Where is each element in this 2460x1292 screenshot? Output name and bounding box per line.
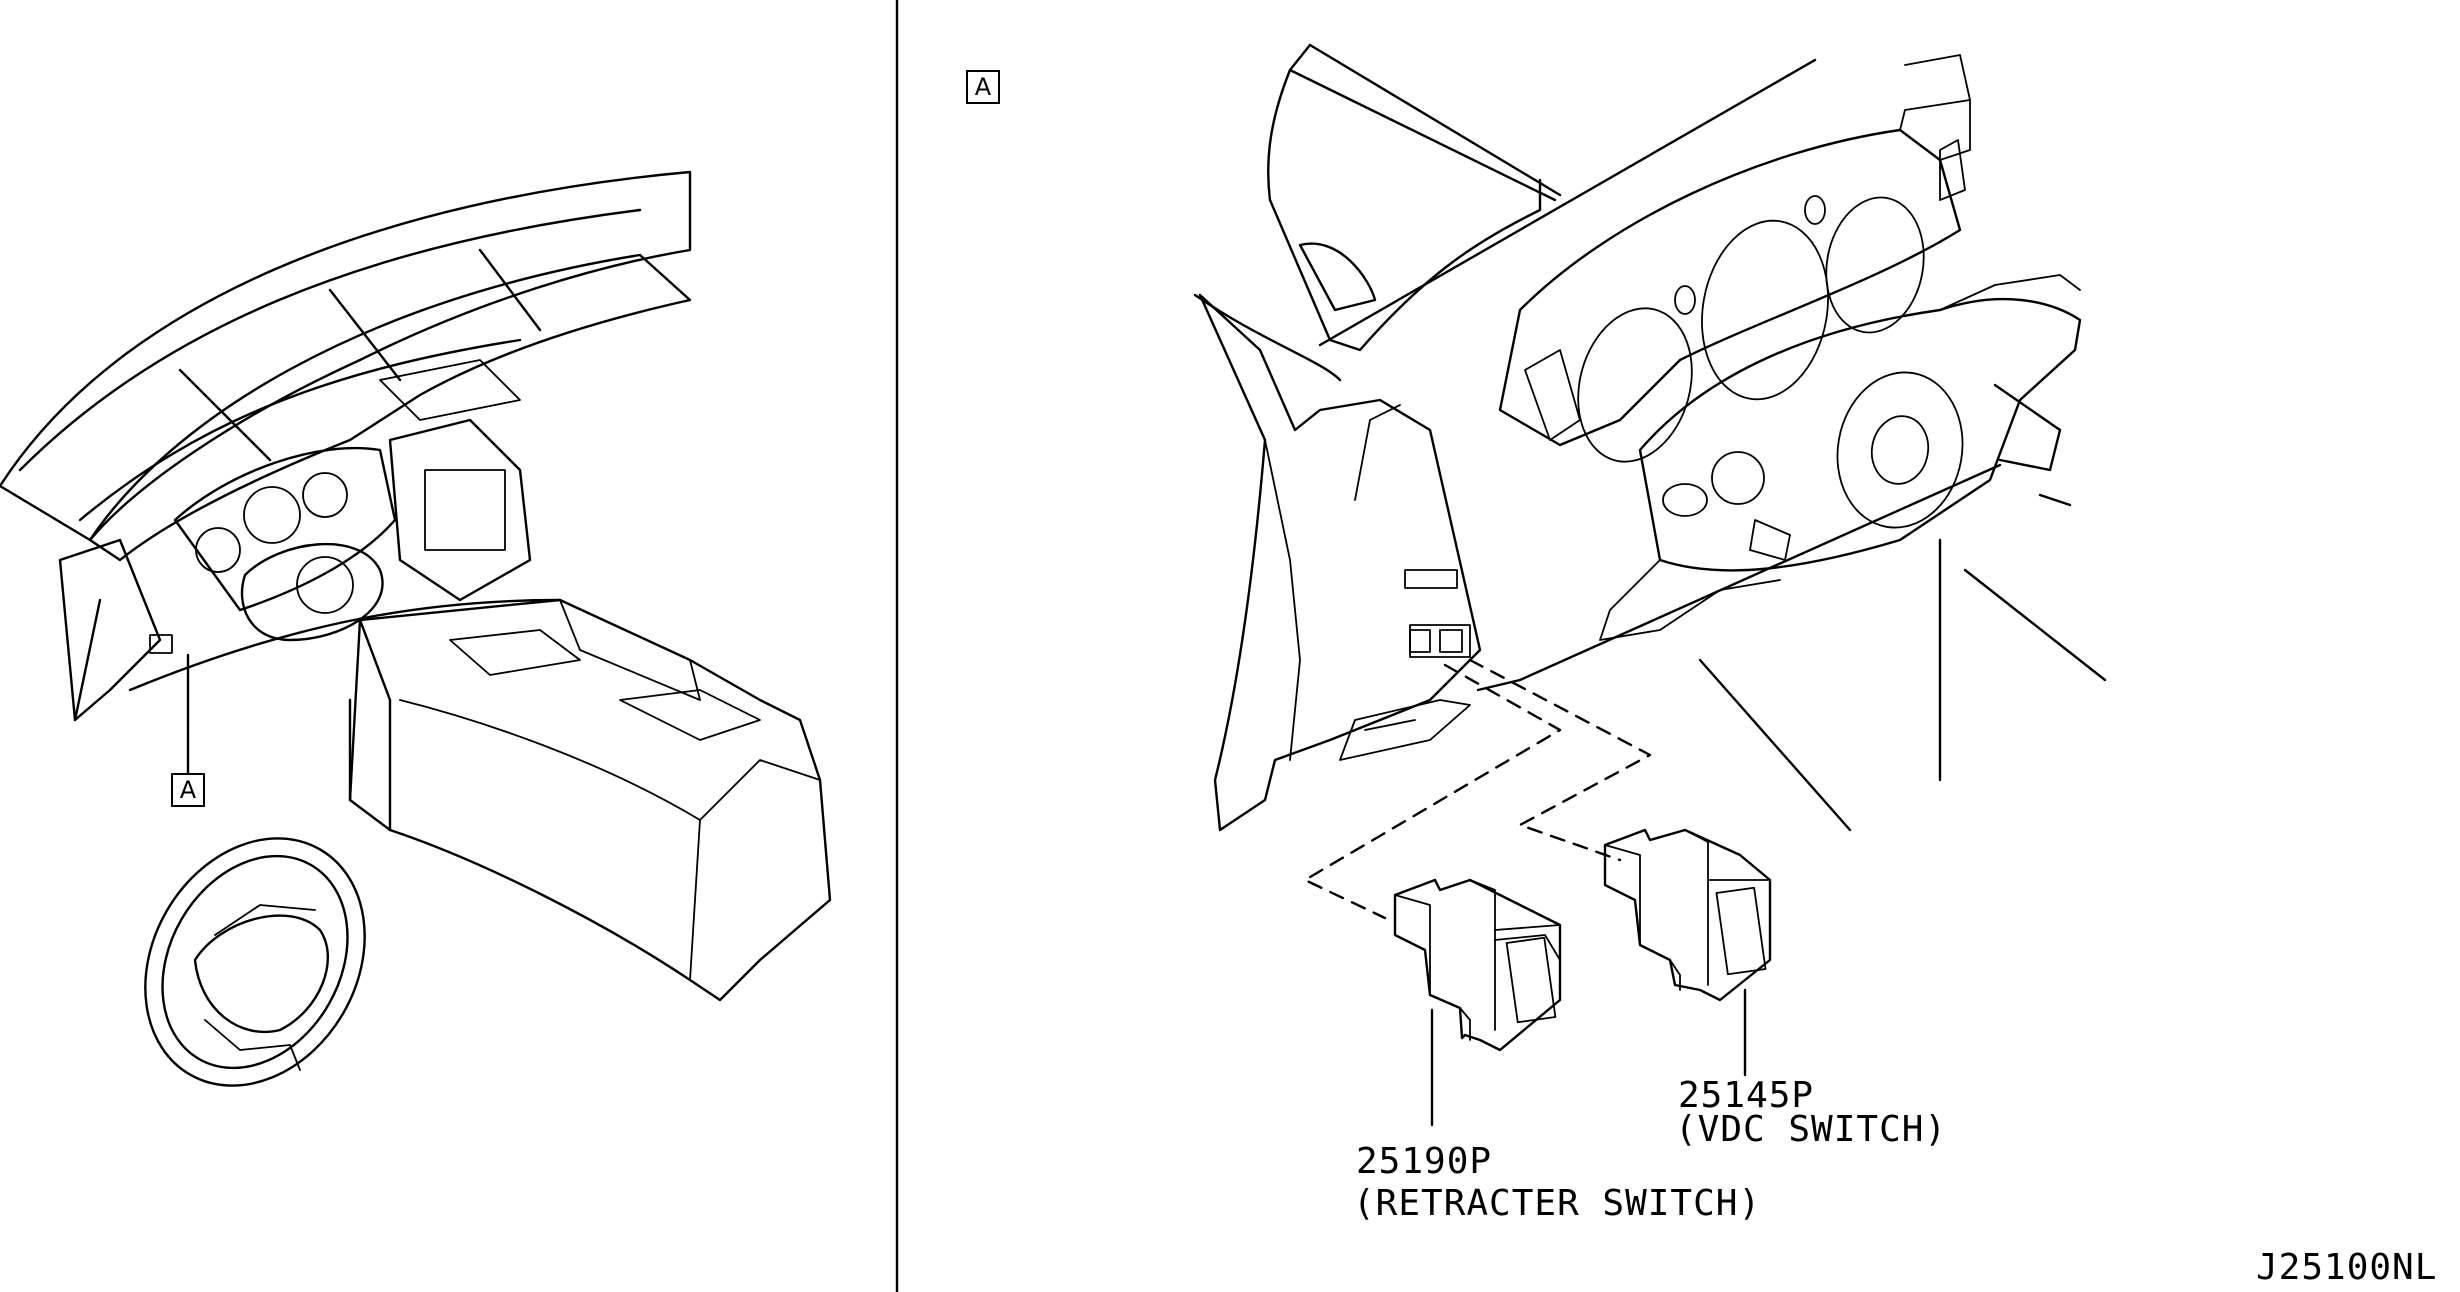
callout-marker-a: A xyxy=(171,773,205,807)
steering-wheel-drawing xyxy=(144,837,366,1087)
dashed-leaders xyxy=(1303,658,1652,920)
figure-code: J25100NL xyxy=(2256,1247,2438,1288)
detail-marker-a: A xyxy=(966,70,1000,104)
part-name-retracter: (RETRACTER SWITCH) xyxy=(1353,1183,1762,1224)
detail-view-drawing xyxy=(1193,43,2107,832)
retracter-switch-drawing xyxy=(1393,878,1562,1127)
part-number-vdc: 25145P xyxy=(1678,1075,1815,1116)
dashboard-overview-drawing xyxy=(0,170,832,1002)
part-name-vdc: (VDC SWITCH) xyxy=(1675,1109,1948,1150)
vdc-switch-drawing xyxy=(1603,828,1772,1077)
part-number-retracter: 25190P xyxy=(1356,1141,1493,1182)
